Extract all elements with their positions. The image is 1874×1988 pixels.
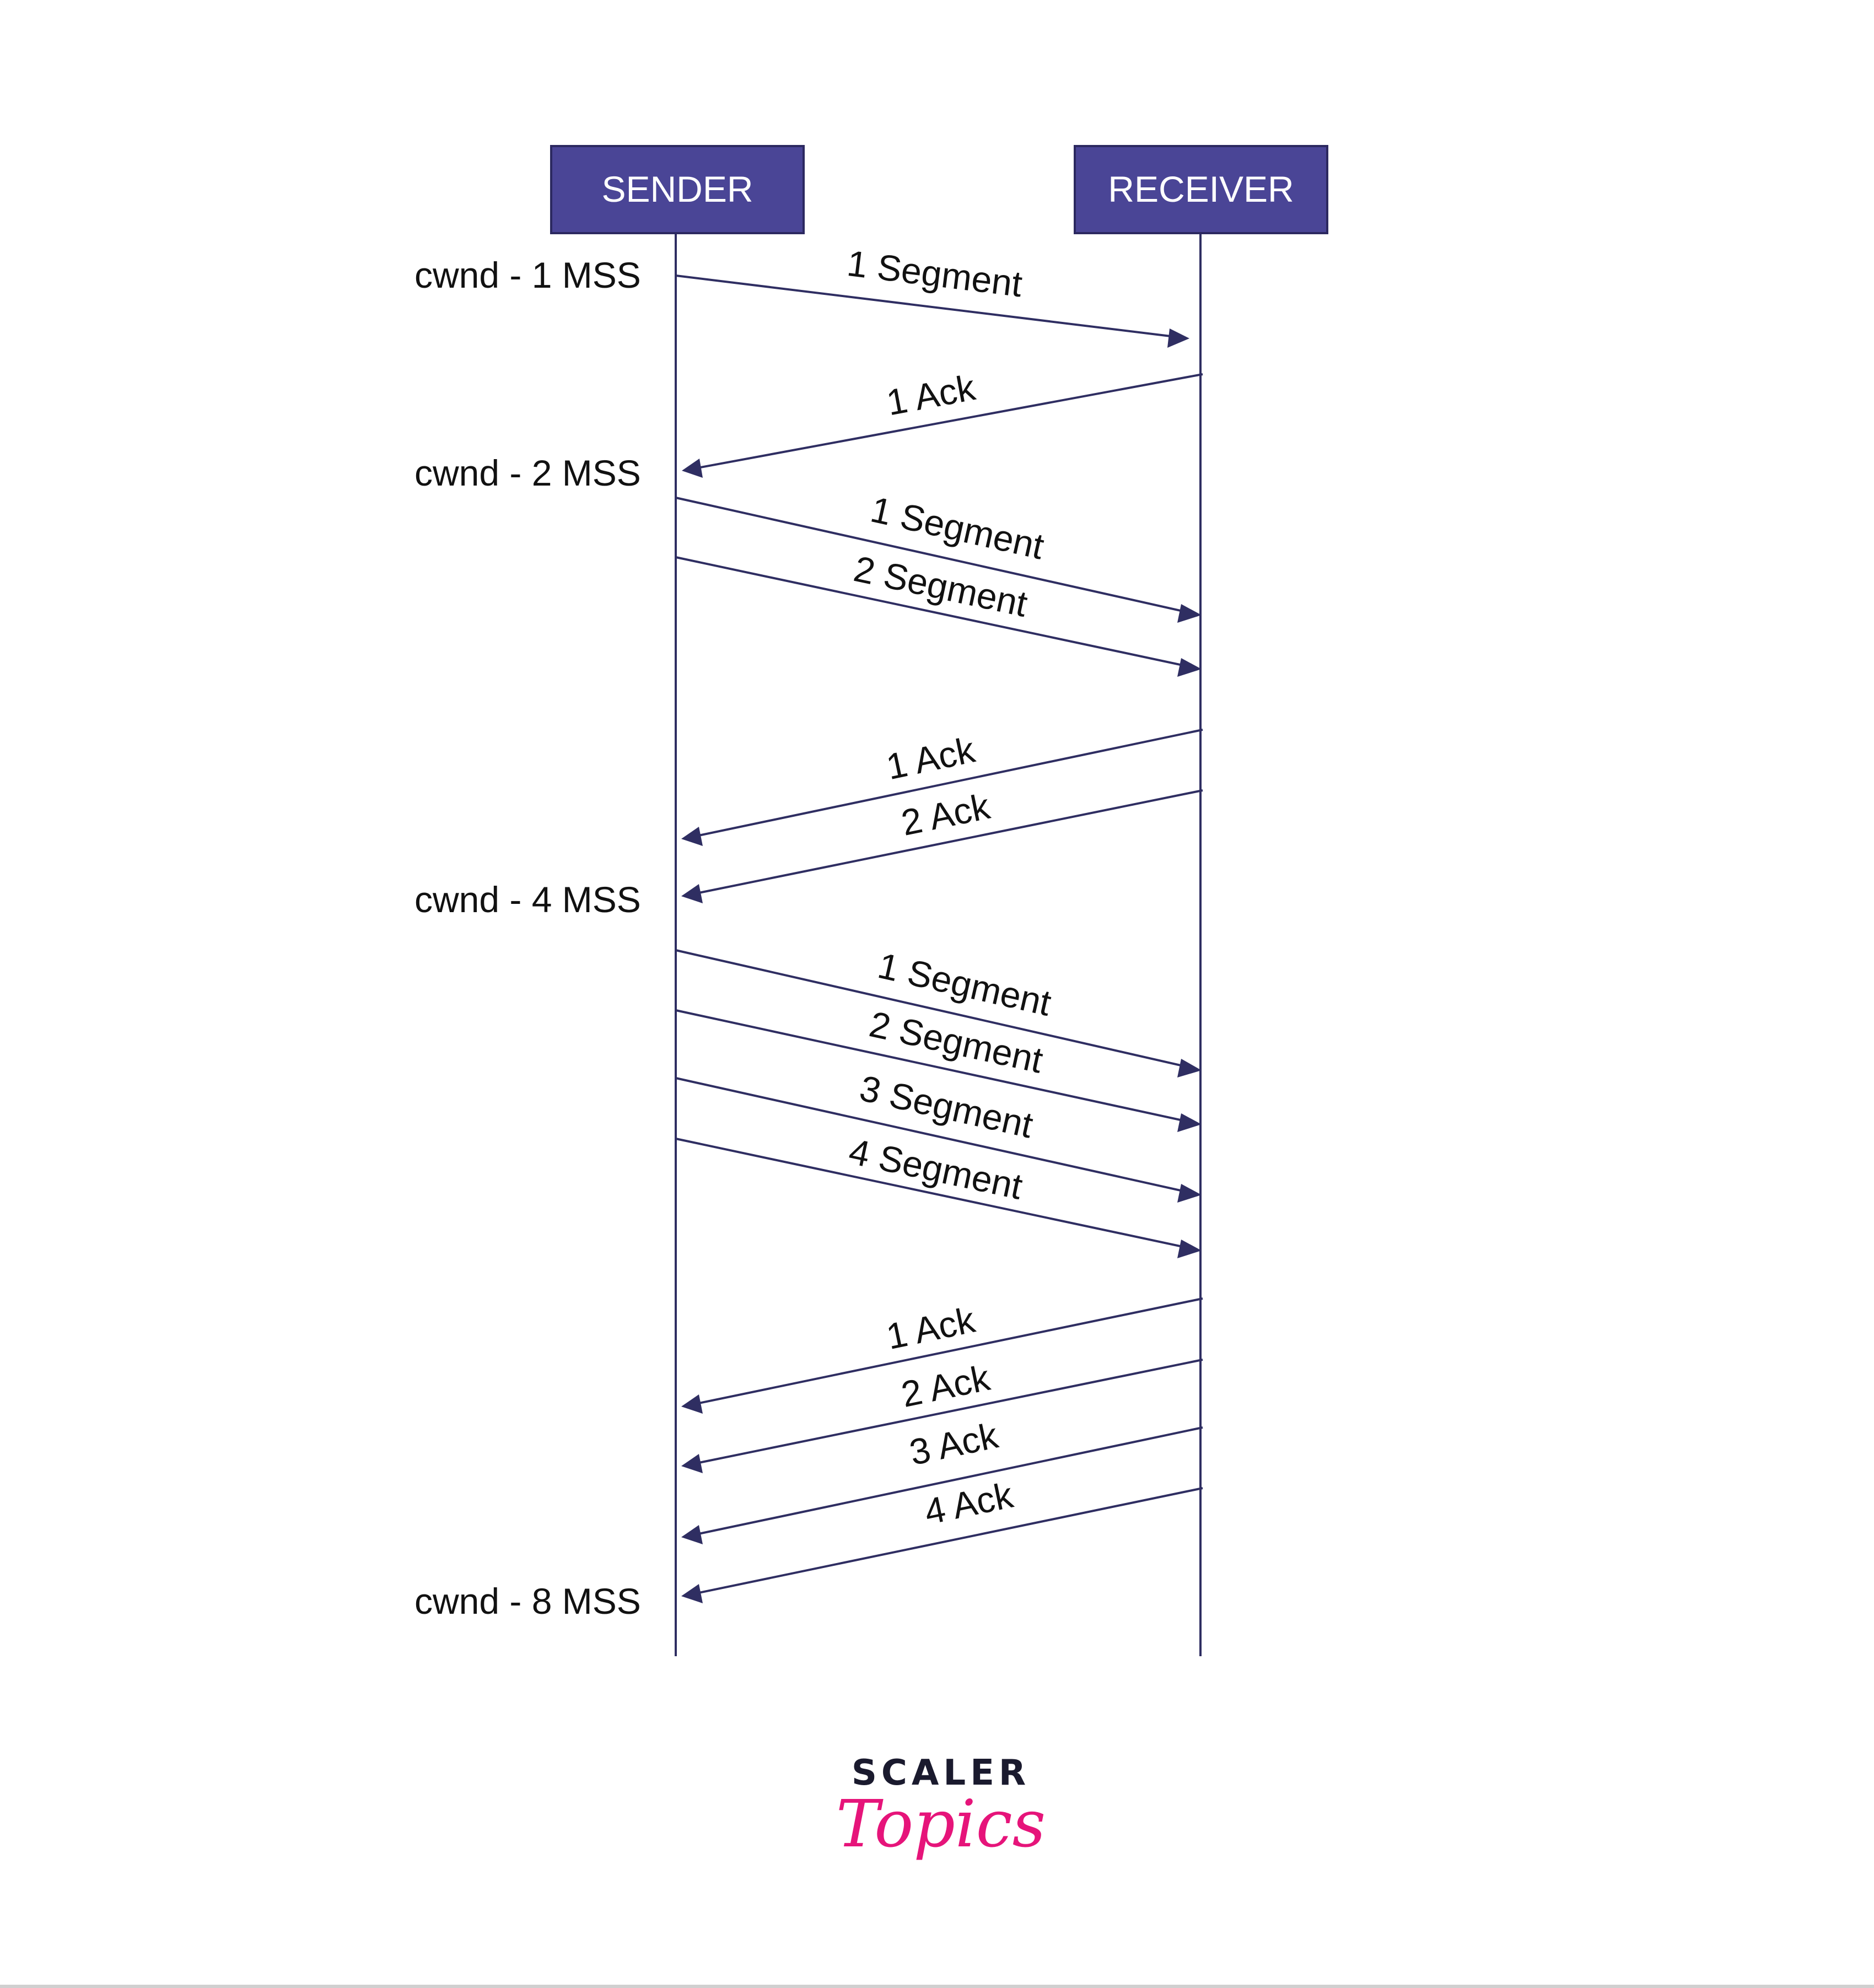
receiver-box: RECEIVER bbox=[1074, 145, 1328, 234]
message-arrow: 1 Segment bbox=[675, 243, 1189, 348]
message-label: 2 Ack bbox=[898, 785, 994, 843]
message-label: 4 Segment bbox=[846, 1130, 1026, 1207]
message-label: 1 Ack bbox=[884, 367, 979, 423]
message-arrow: 4 Segment bbox=[675, 1130, 1202, 1258]
message-label: 3 Ack bbox=[906, 1414, 1002, 1473]
message-arrow: 1 Ack bbox=[682, 367, 1203, 478]
message-label: 3 Segment bbox=[856, 1068, 1037, 1146]
cwnd-label: cwnd - 1 MSS bbox=[414, 255, 641, 295]
message-arrow: 2 Ack bbox=[681, 1357, 1203, 1473]
cwnd-label: cwnd - 4 MSS bbox=[414, 879, 641, 920]
message-label: 1 Ack bbox=[883, 729, 979, 787]
brand-scaler-text: SCALER bbox=[852, 1753, 1030, 1793]
message-arrow: 2 Segment bbox=[675, 548, 1202, 677]
message-label: 1 Segment bbox=[845, 243, 1025, 304]
sender-box: SENDER bbox=[550, 145, 805, 234]
sender-label: SENDER bbox=[601, 169, 753, 209]
message-arrow: 3 Ack bbox=[681, 1414, 1203, 1544]
scaler-topics-logo: SCALER Topics bbox=[836, 1753, 1046, 1862]
message-arrow: 2 Ack bbox=[681, 785, 1203, 903]
brand-topics-text: Topics bbox=[836, 1786, 1046, 1862]
cwnd-label: cwnd - 8 MSS bbox=[414, 1581, 641, 1621]
cwnd-label: cwnd - 2 MSS bbox=[414, 452, 641, 493]
message-arrow: 4 Ack bbox=[681, 1474, 1203, 1603]
receiver-label: RECEIVER bbox=[1108, 169, 1294, 209]
bottom-divider bbox=[0, 1985, 1874, 1988]
